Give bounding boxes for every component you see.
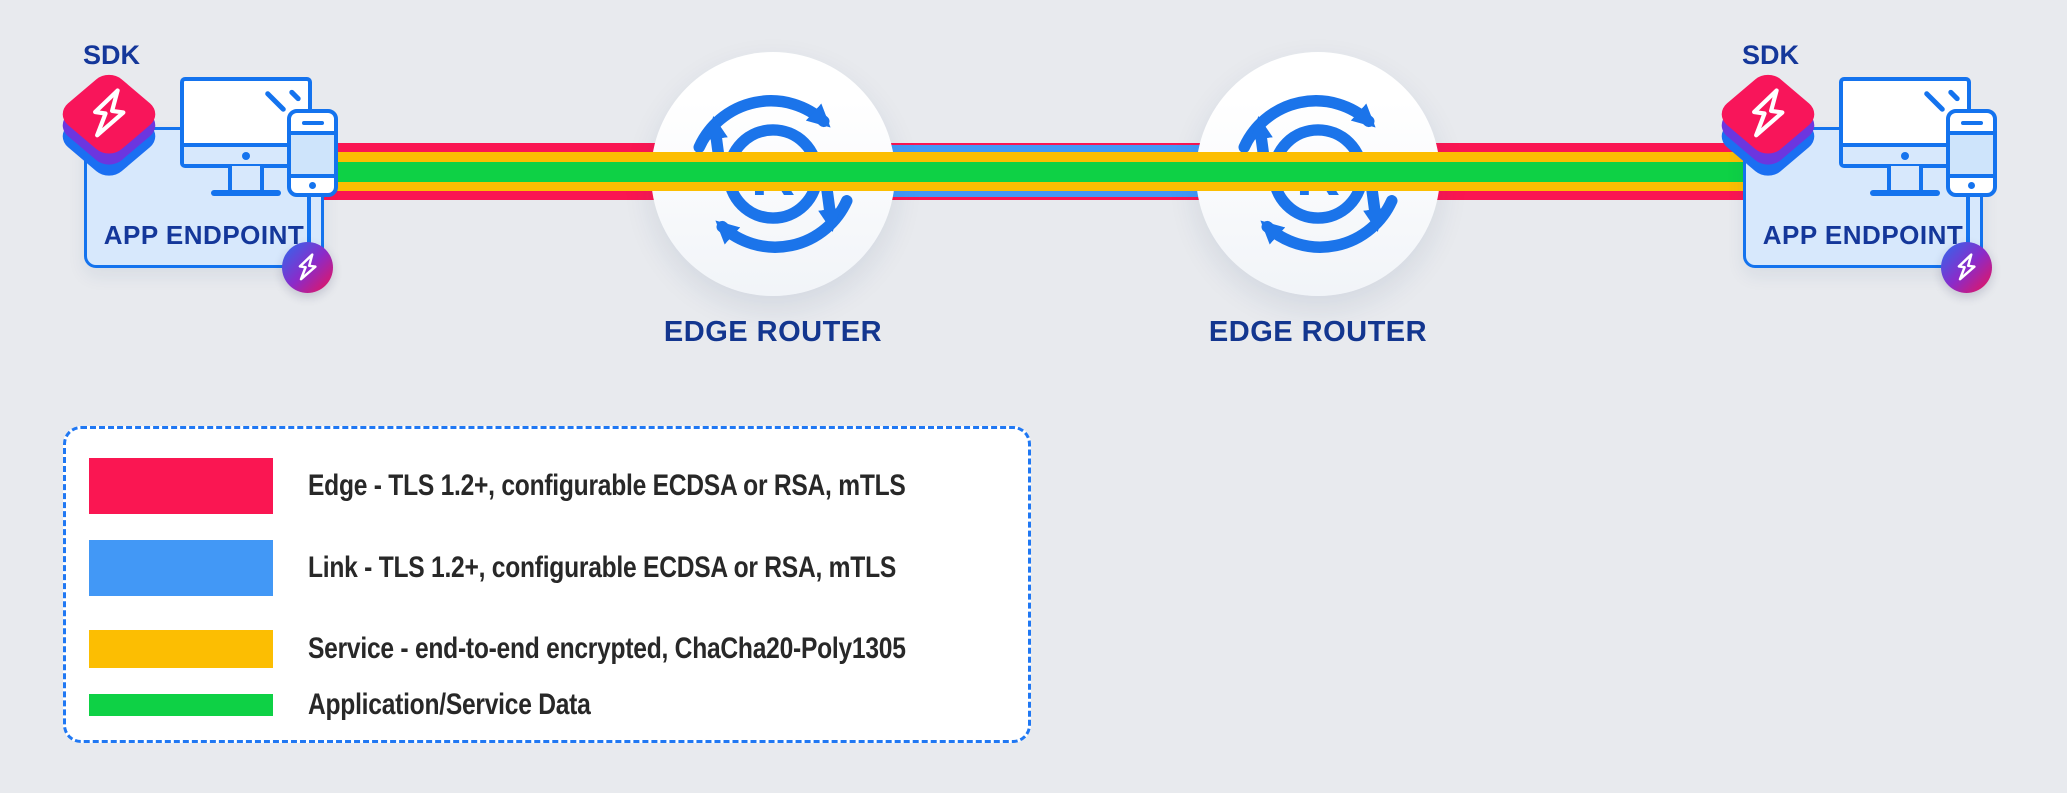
edge-router-left-label: EDGE ROUTER: [663, 316, 883, 348]
monitor-bottom-bar: [1843, 143, 1967, 164]
legend-label-data: Application/Service Data: [308, 688, 591, 721]
ziti-bolt-icon: [1752, 88, 1785, 138]
monitor-stand: [228, 166, 264, 192]
legend-row-service: Service - end-to-end encrypted, ChaCha20…: [89, 630, 1012, 668]
phone-icon: [287, 109, 338, 197]
legend-label-edge: Edge - TLS 1.2+, configurable ECDSA or R…: [308, 469, 906, 502]
service-line-bottom: [300, 182, 1760, 191]
application-data-line: [300, 162, 1760, 182]
legend-box: Edge - TLS 1.2+, configurable ECDSA or R…: [63, 426, 1031, 743]
phone-home-dot: [309, 182, 316, 189]
legend-row-link: Link - TLS 1.2+, configurable ECDSA or R…: [89, 540, 1012, 596]
monitor-dot: [242, 152, 250, 160]
legend-label-link: Link - TLS 1.2+, configurable ECDSA or R…: [308, 551, 897, 584]
ziti-badge-icon: [282, 242, 333, 293]
legend-swatch-edge: [89, 458, 273, 514]
ziti-badge-icon: [1941, 242, 1992, 293]
screen-glare-line: [264, 90, 287, 113]
phone-screen: [1950, 131, 1993, 178]
edge-router-right-label: EDGE ROUTER: [1208, 316, 1428, 348]
screen-glare-line: [1923, 90, 1946, 113]
legend-row-edge: Edge - TLS 1.2+, configurable ECDSA or R…: [89, 458, 1012, 514]
phone-speaker: [1960, 121, 1983, 125]
sdk-label: SDK: [1742, 40, 1800, 70]
monitor-stand: [1887, 166, 1923, 192]
legend-swatch-service: [89, 630, 273, 668]
screen-glare-line: [288, 88, 302, 103]
app-endpoint-label: APP ENDPOINT: [1762, 220, 1964, 250]
link-line-top: [773, 145, 1318, 153]
ziti-bolt-icon: [1957, 253, 1976, 281]
app-endpoint-label: APP ENDPOINT: [103, 220, 305, 250]
legend-swatch-link: [89, 540, 273, 596]
badge-connector-line: [1966, 194, 1970, 246]
monitor-stand-base: [1870, 190, 1940, 196]
monitor-bottom-bar: [184, 143, 308, 164]
phone-icon: [1946, 109, 1997, 197]
ziti-bolt-icon: [93, 88, 126, 138]
phone-home-dot: [1968, 182, 1975, 189]
monitor-dot: [1901, 152, 1909, 160]
ziti-bolt-icon: [298, 253, 317, 281]
sdk-label: SDK: [83, 40, 141, 70]
screen-glare-line: [1947, 88, 1961, 103]
badge-connector-line: [307, 194, 311, 246]
legend-swatch-data: [89, 694, 273, 716]
legend-label-service: Service - end-to-end encrypted, ChaCha20…: [308, 632, 906, 665]
service-line-top: [300, 152, 1760, 162]
monitor-stand-base: [211, 190, 281, 196]
phone-screen: [291, 131, 334, 178]
phone-speaker: [301, 121, 324, 125]
legend-row-data: Application/Service Data: [89, 688, 1012, 721]
link-line-bottom: [773, 189, 1318, 197]
